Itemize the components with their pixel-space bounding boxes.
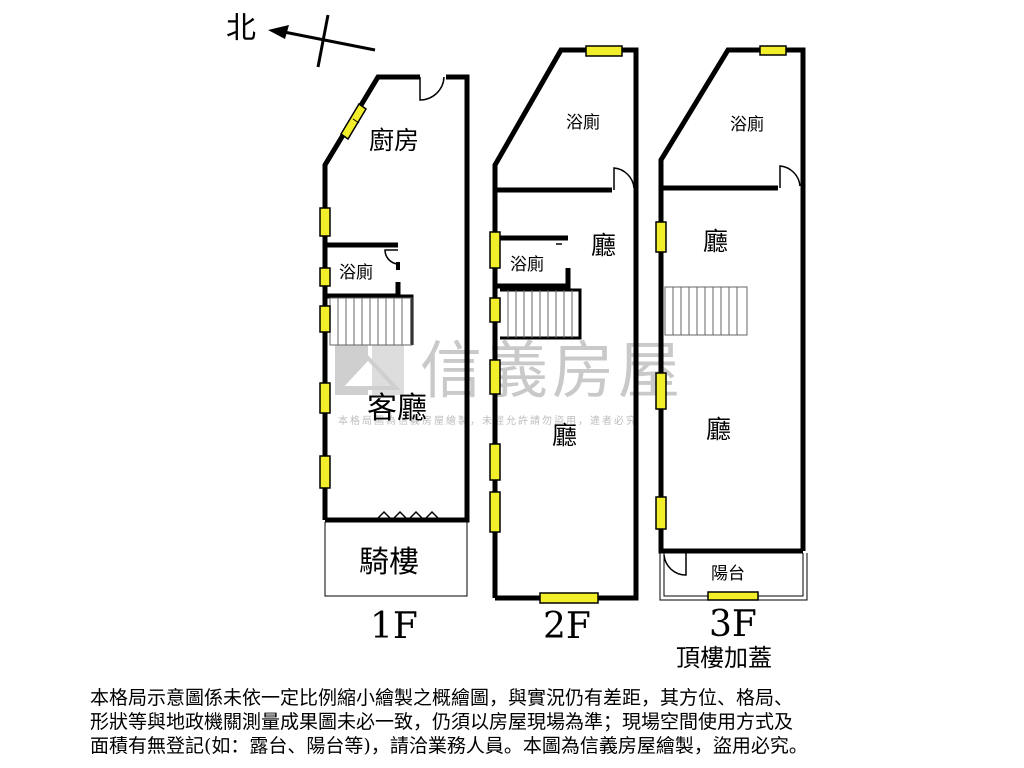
window	[539, 592, 599, 604]
arcade-outline	[324, 522, 468, 597]
window	[585, 45, 623, 57]
staircase	[329, 297, 413, 346]
window	[759, 45, 787, 56]
window	[655, 221, 667, 253]
floor-label-2f: 2F	[543, 606, 591, 647]
window	[489, 297, 501, 323]
floor-label-1f: 1F	[370, 606, 418, 647]
watermark-notice: 本格局圖為信義房屋繪製，未經允許請勿盜用，違者必究	[338, 414, 638, 427]
window	[489, 443, 501, 481]
window	[319, 207, 331, 237]
room-label-arcade: 騎樓	[359, 545, 419, 580]
window	[655, 496, 667, 530]
room-label-hall-upper: 廳	[591, 231, 616, 260]
disclaimer-line: 面積有無登記(如：露台、陽台等)，請洽業務人員。本圖為信義房屋繪製，盜用必究。	[90, 735, 808, 757]
window	[489, 231, 501, 269]
room-label-bathroom-inner: 浴廁	[510, 254, 544, 275]
floor-plan-diagram: 北 信義房屋 本格局圖為信義房屋繪製，未經允許請勿盜用，違者必究	[226, 11, 808, 672]
door-icon	[663, 553, 687, 576]
floor-3f: 浴廁 廳 廳 陽台 3F 頂樓加蓋	[655, 45, 808, 672]
room-label-kitchen: 廚房	[369, 126, 419, 155]
floor-label-3f: 3F	[709, 604, 757, 645]
window	[319, 305, 331, 333]
window	[489, 359, 501, 395]
staircase	[500, 288, 582, 340]
room-label-bathroom-top: 浴廁	[730, 114, 764, 135]
room-label-bathroom-top: 浴廁	[566, 112, 600, 133]
door-icon	[779, 165, 801, 188]
watermark-brand: 信義房屋	[420, 334, 684, 407]
floor-2f: 浴廁 浴廁 廳 廳 2F	[489, 45, 639, 647]
north-arrow-icon	[268, 25, 289, 39]
floor-1f: 廚房 浴廁 客廳 騎樓 1F	[319, 74, 470, 647]
window	[319, 382, 331, 414]
window	[319, 455, 331, 489]
brand-logo-icon	[335, 345, 404, 395]
room-label-balcony: 陽台	[711, 564, 745, 584]
window	[340, 102, 367, 141]
window	[489, 491, 501, 533]
room-label-bathroom: 浴廁	[339, 262, 373, 283]
north-label: 北	[226, 11, 256, 46]
room-label-hall-upper: 廳	[703, 227, 728, 256]
window	[655, 372, 667, 410]
folding-door-icon	[375, 510, 441, 522]
door-icon	[384, 249, 399, 265]
compass: 北	[226, 11, 376, 68]
rooftop-addition-note: 頂樓加蓋	[676, 644, 772, 672]
door-icon	[419, 76, 445, 101]
room-label-living-room: 客廳	[367, 391, 427, 426]
disclaimer: 本格局示意圖係未依一定比例縮小繪製之概繪圖，與實況仍有差距，其方位、格局、 形狀…	[90, 686, 990, 758]
disclaimer-line: 形狀等與地政機關測量成果圖未必一致，仍須以房屋現場為準；現場空間使用方式及	[90, 711, 794, 733]
disclaimer-line: 本格局示意圖係未依一定比例縮小繪製之概繪圖，與實況仍有差距，其方位、格局、	[90, 687, 794, 709]
window	[319, 267, 331, 287]
door-icon	[613, 167, 635, 190]
staircase	[664, 286, 748, 336]
window	[707, 591, 759, 601]
room-label-hall-lower: 廳	[552, 421, 577, 450]
room-label-hall-lower: 廳	[706, 415, 731, 444]
